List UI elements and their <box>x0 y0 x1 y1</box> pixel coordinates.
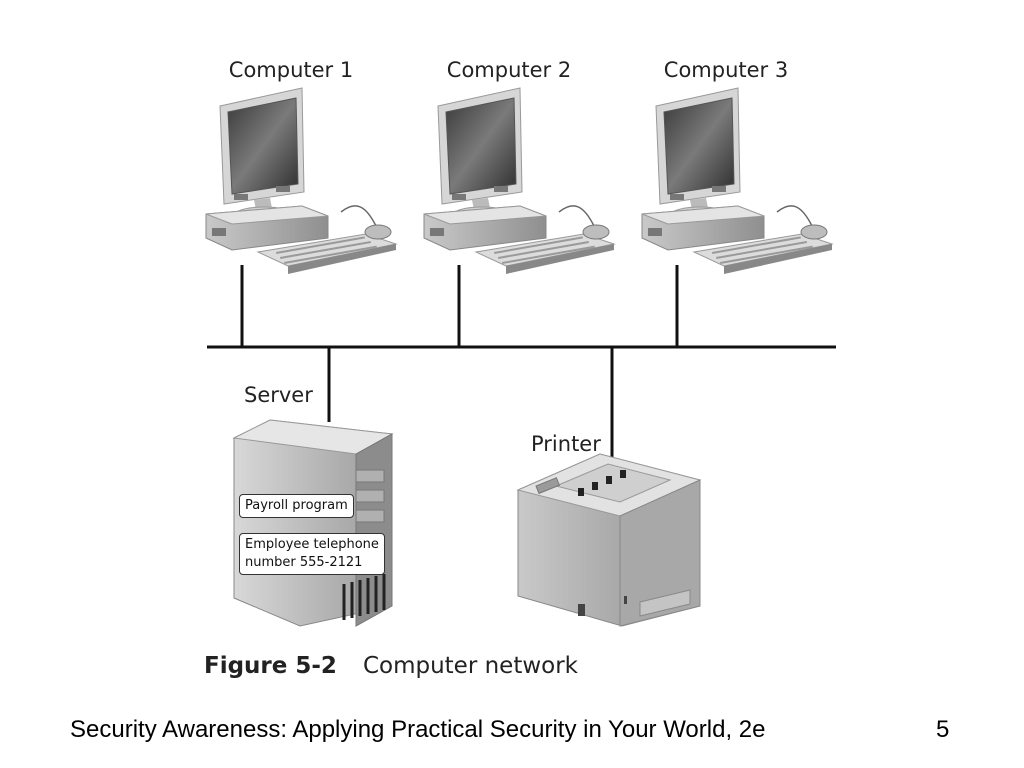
server-note-payroll: Payroll program <box>239 494 354 518</box>
figure-title: Computer network <box>362 653 578 679</box>
page-number: 5 <box>936 716 950 743</box>
server-label: Server <box>244 383 313 407</box>
figure-caption: Figure 5-2 Computer network <box>204 653 578 679</box>
computer-2-icon <box>423 87 615 275</box>
printer-label: Printer <box>531 432 601 456</box>
footer-title: Security Awareness: Applying Practical S… <box>70 716 766 743</box>
server-note-telephone-line1: Employee telephone <box>245 537 379 552</box>
computer-3-label: Computer 3 <box>663 58 789 82</box>
server-note-telephone: Employee telephone number 555-2121 <box>239 533 385 575</box>
server-note-payroll-text: Payroll program <box>245 498 348 513</box>
server-icon <box>232 419 394 627</box>
server-note-telephone-line2: number 555-2121 <box>245 555 363 570</box>
computer-2-label: Computer 2 <box>446 58 572 82</box>
printer-icon <box>516 453 702 627</box>
computer-1-icon <box>205 87 397 275</box>
figure-number: Figure 5-2 <box>204 653 337 679</box>
computer-3-icon <box>641 87 833 275</box>
computer-1-label: Computer 1 <box>228 58 354 82</box>
